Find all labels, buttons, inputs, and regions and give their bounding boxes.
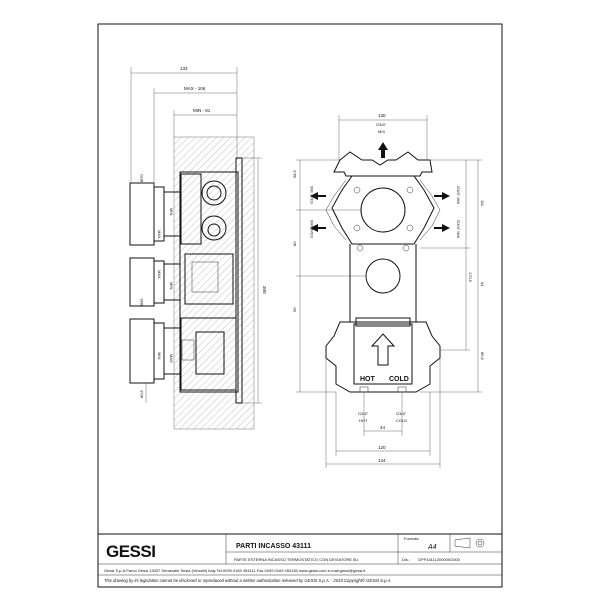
dis-label: Dis.:	[402, 557, 410, 562]
arrow-right-top-icon	[434, 192, 450, 200]
hot-thread: G3/4"	[358, 411, 369, 416]
dim-right-1: 111	[480, 200, 485, 207]
dim-44: 44	[380, 425, 386, 430]
top-bracket	[333, 151, 433, 177]
flow-up-icon	[370, 333, 396, 366]
label-cold: COLD	[389, 376, 409, 383]
dim-right-2: 170,5	[468, 272, 473, 283]
dim-top-width: 130	[378, 113, 386, 118]
formato-value: A4	[427, 544, 437, 551]
lower-body	[325, 321, 441, 393]
stem-top	[129, 182, 155, 246]
arrow-left-top-icon	[310, 192, 326, 200]
mix-top-label: MIX	[378, 129, 385, 134]
middle-body	[349, 244, 417, 323]
label-min-3: MIN	[157, 352, 162, 359]
gessi-logo: GESSI	[106, 542, 155, 561]
dim-bottom: 80,5	[139, 389, 144, 398]
dis-value: GPF43111300000G000	[418, 557, 461, 562]
arrow-up-icon	[378, 142, 388, 158]
right-mix-1: G3/4" MIX	[456, 186, 461, 205]
drawing-title: PARTI INCASSO 43111	[236, 543, 311, 550]
inlet-plate	[353, 323, 413, 385]
arrow-right-bottom-icon	[434, 224, 450, 232]
disclaimer-line: This drawing by its legislation cannot b…	[104, 578, 392, 583]
arrow-left-bottom-icon	[310, 224, 326, 232]
mix-top-thread: G3/4"	[376, 122, 387, 127]
stem-bottom	[129, 318, 155, 384]
dim-min: MIN - 81	[193, 108, 211, 113]
dim-left-3: 90	[292, 307, 297, 312]
side-view: MIN MAX MAX MIN MIN MAX 133 MAX - 106 MI…	[129, 66, 267, 430]
drawing-border	[97, 23, 503, 588]
hot-label: HOT	[359, 418, 368, 423]
dim-dia-mid: Ø45	[139, 298, 144, 306]
label-max-1: MAX	[157, 230, 162, 239]
dim-dia-top: Ø70	[139, 174, 144, 182]
label-max-2: MAX	[157, 270, 162, 279]
label-min-1: MIN	[169, 208, 174, 215]
formato-label: Formato	[404, 536, 420, 541]
dim-right-4: 89,5	[480, 352, 485, 361]
dim-right-3: 94	[480, 282, 485, 287]
left-mix-2: G3/4" MIX	[309, 219, 314, 238]
thermostatic-cartridge	[365, 258, 401, 294]
dim-left-2: 80	[292, 241, 297, 246]
dim-120: 120	[378, 445, 386, 450]
left-mix-1: G3/4" MIX	[309, 185, 314, 204]
address-line: Gessi S.p.A.Parco Gessi,13037 Serravalle…	[104, 568, 366, 573]
dim-max: MAX - 106	[184, 86, 206, 91]
dim-total-width: 133	[180, 66, 188, 71]
right-mix-2: G3/4" MIX	[456, 220, 461, 239]
title-block: GESSI PARTI INCASSO 43111 PARTE ESTERNA …	[98, 533, 502, 583]
cold-label: COLD	[396, 418, 407, 423]
upper-block	[331, 175, 435, 245]
drawing-subtitle: PARTE ESTERNA INCASSO TERMOSTATICO CON D…	[234, 557, 358, 562]
label-min-2: MIN	[169, 282, 174, 289]
dim-height: 300	[262, 286, 267, 294]
cold-thread: G3/4"	[396, 411, 407, 416]
front-view: HOT COLD G3/4" MIX G3/4" MIX G3/4" MIX G…	[292, 113, 485, 468]
dim-134: 134	[378, 458, 386, 463]
mix-cartridge	[360, 187, 406, 233]
projection-symbol	[454, 537, 471, 549]
label-hot: HOT	[360, 376, 376, 383]
label-max-3: MAX	[169, 354, 174, 363]
dim-left-1: 68,5	[292, 169, 297, 178]
